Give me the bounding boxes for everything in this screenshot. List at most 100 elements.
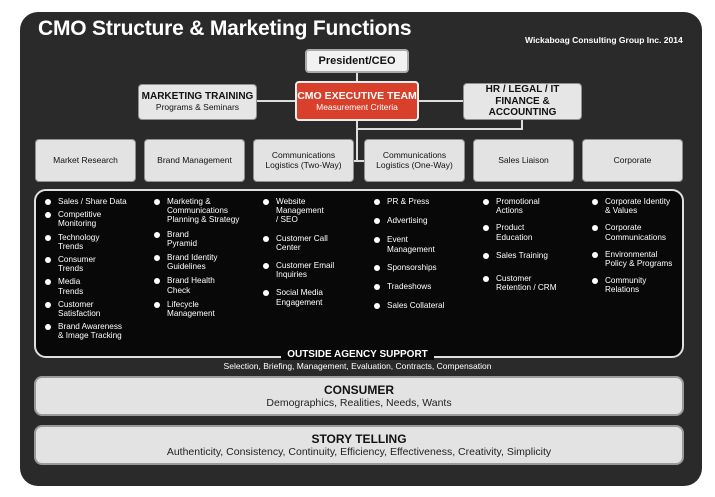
function-line: Customer Email (276, 260, 335, 270)
bullet-icon (263, 235, 269, 242)
function-line: Corporate Identity (605, 197, 671, 206)
support-functions-box: HR / LEGAL / IT FINANCE & ACCOUNTING (463, 83, 582, 120)
bullet-icon (45, 279, 51, 286)
function-line: Policy & Programs (605, 258, 673, 268)
bullet-icon (263, 290, 269, 297)
bullet-icon (45, 234, 51, 241)
bullet-icon (374, 237, 380, 244)
function-line: Brand Identity (167, 252, 218, 262)
connector-ceo-cmo (356, 73, 358, 82)
bullet-icon (45, 212, 51, 219)
function-line: Brand (167, 229, 189, 239)
function-line: Corporate (605, 223, 642, 233)
dept-label-2: Logistics (Two-Way) (265, 159, 342, 170)
function-item: Advertising (374, 216, 479, 225)
dept-label: Market Research (53, 154, 118, 165)
bullet-icon (374, 303, 380, 310)
dept-label: Communications (382, 149, 447, 160)
cmo-subtitle: Measurement Criteria (316, 102, 398, 113)
bullet-icon (154, 231, 160, 238)
function-line: Guidelines (167, 262, 206, 272)
function-line: Sponsorships (387, 262, 437, 272)
support-line2: FINANCE & ACCOUNTING (488, 95, 557, 119)
function-item: Sponsorships (374, 263, 479, 272)
story-title: STORY TELLING (311, 432, 407, 446)
function-line: PR & Press (387, 197, 430, 206)
diagram-title: CMO Structure & Marketing Functions (38, 17, 412, 40)
consumer-box: CONSUMER Demographics, Realities, Needs,… (34, 376, 684, 416)
story-telling-box: STORY TELLING Authenticity, Consistency,… (34, 425, 684, 465)
function-line: Media (58, 277, 81, 287)
function-line: Actions (496, 206, 523, 216)
cmo-title: CMO EXECUTIVE TEAM (297, 89, 417, 102)
dept-label: Sales Liaison (498, 154, 549, 165)
function-line: Trends (58, 264, 84, 274)
function-line: Trends (58, 286, 84, 296)
function-line: Communications (605, 232, 666, 242)
function-line: Advertising (387, 216, 428, 226)
bullet-icon (592, 278, 598, 285)
function-line: Community (605, 276, 647, 286)
function-line: Trends (58, 241, 84, 251)
ceo-label: President/CEO (318, 55, 396, 67)
connector-dept-bar (346, 160, 368, 162)
function-line: Retention / CRM (496, 283, 557, 293)
dept-market-research: Market Research (35, 139, 136, 182)
bullet-icon (154, 199, 160, 205)
dept-corporate: Corporate (582, 139, 683, 182)
bullet-icon (45, 324, 51, 331)
bullet-icon (154, 278, 160, 285)
connector-cmo-down (356, 121, 358, 161)
function-line: Planning & Strategy (167, 215, 240, 225)
bullet-icon (374, 264, 380, 271)
function-line: Competitive (58, 210, 102, 220)
function-line: Product (496, 223, 525, 233)
bullet-icon (154, 301, 160, 308)
function-line: Communications (167, 206, 228, 216)
dept-brand-management: Brand Management (144, 139, 245, 182)
function-line: Brand Health (167, 276, 215, 286)
function-line: Consumer (58, 254, 96, 264)
function-line: Management (387, 244, 435, 254)
function-line: Sales / Share Data (58, 197, 127, 206)
function-line: & Values (605, 206, 638, 216)
function-line: Check (167, 285, 191, 295)
bullet-icon (483, 275, 489, 282)
functions-panel (34, 189, 684, 358)
function-line: Engagement (276, 297, 323, 307)
function-line: Satisfaction (58, 308, 101, 318)
function-line: Relations (605, 285, 640, 295)
function-line: Monitoring (58, 219, 97, 229)
support-line1: HR / LEGAL / IT (485, 84, 560, 96)
function-item: Sales Collateral (374, 301, 479, 310)
consumer-title: CONSUMER (323, 383, 394, 397)
connector-support-drop (521, 120, 523, 129)
dept-communications-one-way: Communications Logistics (One-Way) (364, 139, 465, 182)
function-item: Sales / Share Data (45, 197, 150, 206)
function-item: Sales Training (483, 251, 588, 260)
bullet-icon (483, 199, 489, 205)
function-line: Promotional (496, 197, 540, 206)
story-subtitle: Authenticity, Consistency, Continuity, E… (166, 446, 552, 458)
function-line: Customer (58, 299, 94, 309)
bullet-icon (154, 254, 160, 261)
dept-label: Brand Management (157, 154, 232, 165)
training-title: MARKETING TRAINING (141, 91, 254, 103)
bullet-icon (592, 225, 598, 232)
function-item: Brand Awareness& Image Tracking (45, 322, 150, 340)
